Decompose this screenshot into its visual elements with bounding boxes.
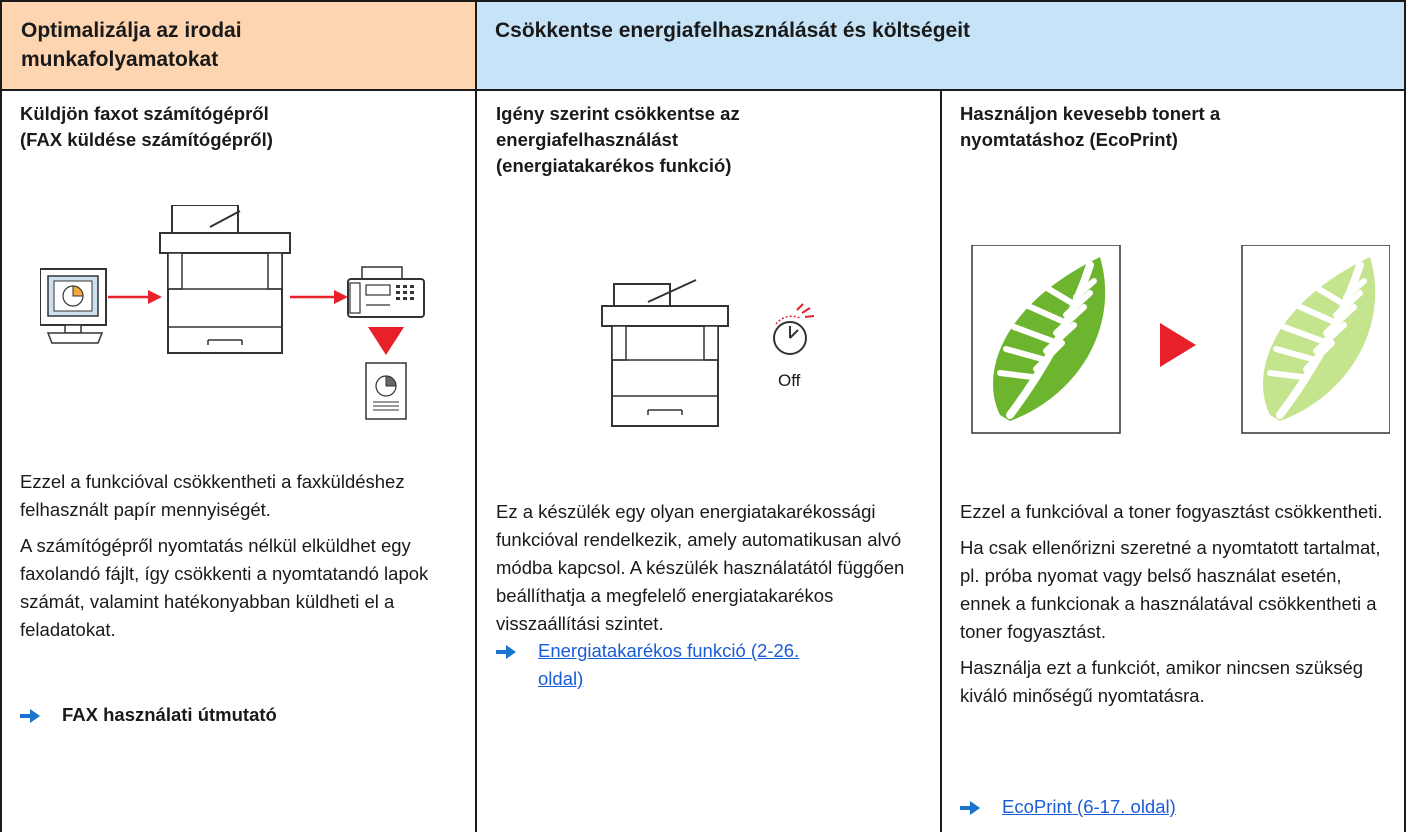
fax-guide-reference: FAX használati útmutató [62,704,277,725]
column-1-reference: FAX használati útmutató [20,701,460,729]
column-2-title: Igény szerint csökkentse az energiafelha… [496,103,740,176]
column-3-paragraph: Ha csak ellenőrizni szeretné a nyomtatot… [960,537,1381,642]
border-divider-1 [475,0,477,832]
computer-icon [40,268,107,344]
column-1-paragraph: A számítógépről nyomtatás nélkül elküldh… [20,535,429,640]
document-icon [365,362,407,420]
column-1-body: Ezzel a funkcióval csökkentheti a faxkül… [20,468,460,652]
ref-arrow-icon [20,709,40,723]
border-header-bottom [0,89,1406,91]
leaf-page-light-icon [1241,245,1390,434]
border-right [1404,0,1406,832]
red-arrow-icon [1160,323,1196,367]
mfp-printer-icon [601,279,729,427]
border-left [0,0,2,832]
column-3-paragraph: Használja ezt a funkciót, amikor nincsen… [960,657,1364,706]
column-3-reference: EcoPrint (6-17. oldal) [960,793,1380,821]
header-right-title: Csökkentse energiafelhasználását és költ… [495,19,971,42]
timer-icon [773,303,815,355]
header-left-title: Optimalizálja az irodai munkafolyamatoka… [21,19,242,71]
fax-from-pc-illustration [40,205,425,420]
energy-saver-link[interactable]: Energiatakarékos funkció (2-26. oldal) [538,640,800,689]
energy-saver-illustration: Off [601,279,815,427]
column-2-body: Ez a készülék egy olyan energiatakarékos… [496,498,936,646]
border-top [0,0,1406,2]
ref-arrow-icon [960,801,980,815]
column-1-title: Küldjön faxot számítógépről (FAX küldése… [20,103,273,150]
mfp-printer-icon [159,205,291,354]
column-2-reference: Energiatakarékos funkció (2-26. oldal) [496,637,916,693]
column-3-paragraph: Ezzel a funkcióval a toner fogyasztást c… [960,501,1383,522]
header-left: Optimalizálja az irodai munkafolyamatoka… [1,0,475,90]
header-right: Csökkentse energiafelhasználását és költ… [476,0,1406,90]
ref-arrow-icon [496,645,516,659]
off-label: Off [778,371,801,390]
ecoprint-link[interactable]: EcoPrint (6-17. oldal) [1002,796,1176,817]
border-divider-2 [940,90,942,832]
fax-machine-icon [347,266,425,318]
leaf-page-dark-icon [971,245,1121,434]
column-3-body: Ezzel a funkcióval a toner fogyasztást c… [960,498,1390,718]
column-2-paragraph: Ez a készülék egy olyan energiatakarékos… [496,501,905,634]
column-3-title: Használjon kevesebb tonert a nyomtatásho… [960,103,1221,150]
ecoprint-illustration [971,245,1390,434]
column-1-paragraph: Ezzel a funkcióval csökkentheti a faxkül… [20,471,405,520]
